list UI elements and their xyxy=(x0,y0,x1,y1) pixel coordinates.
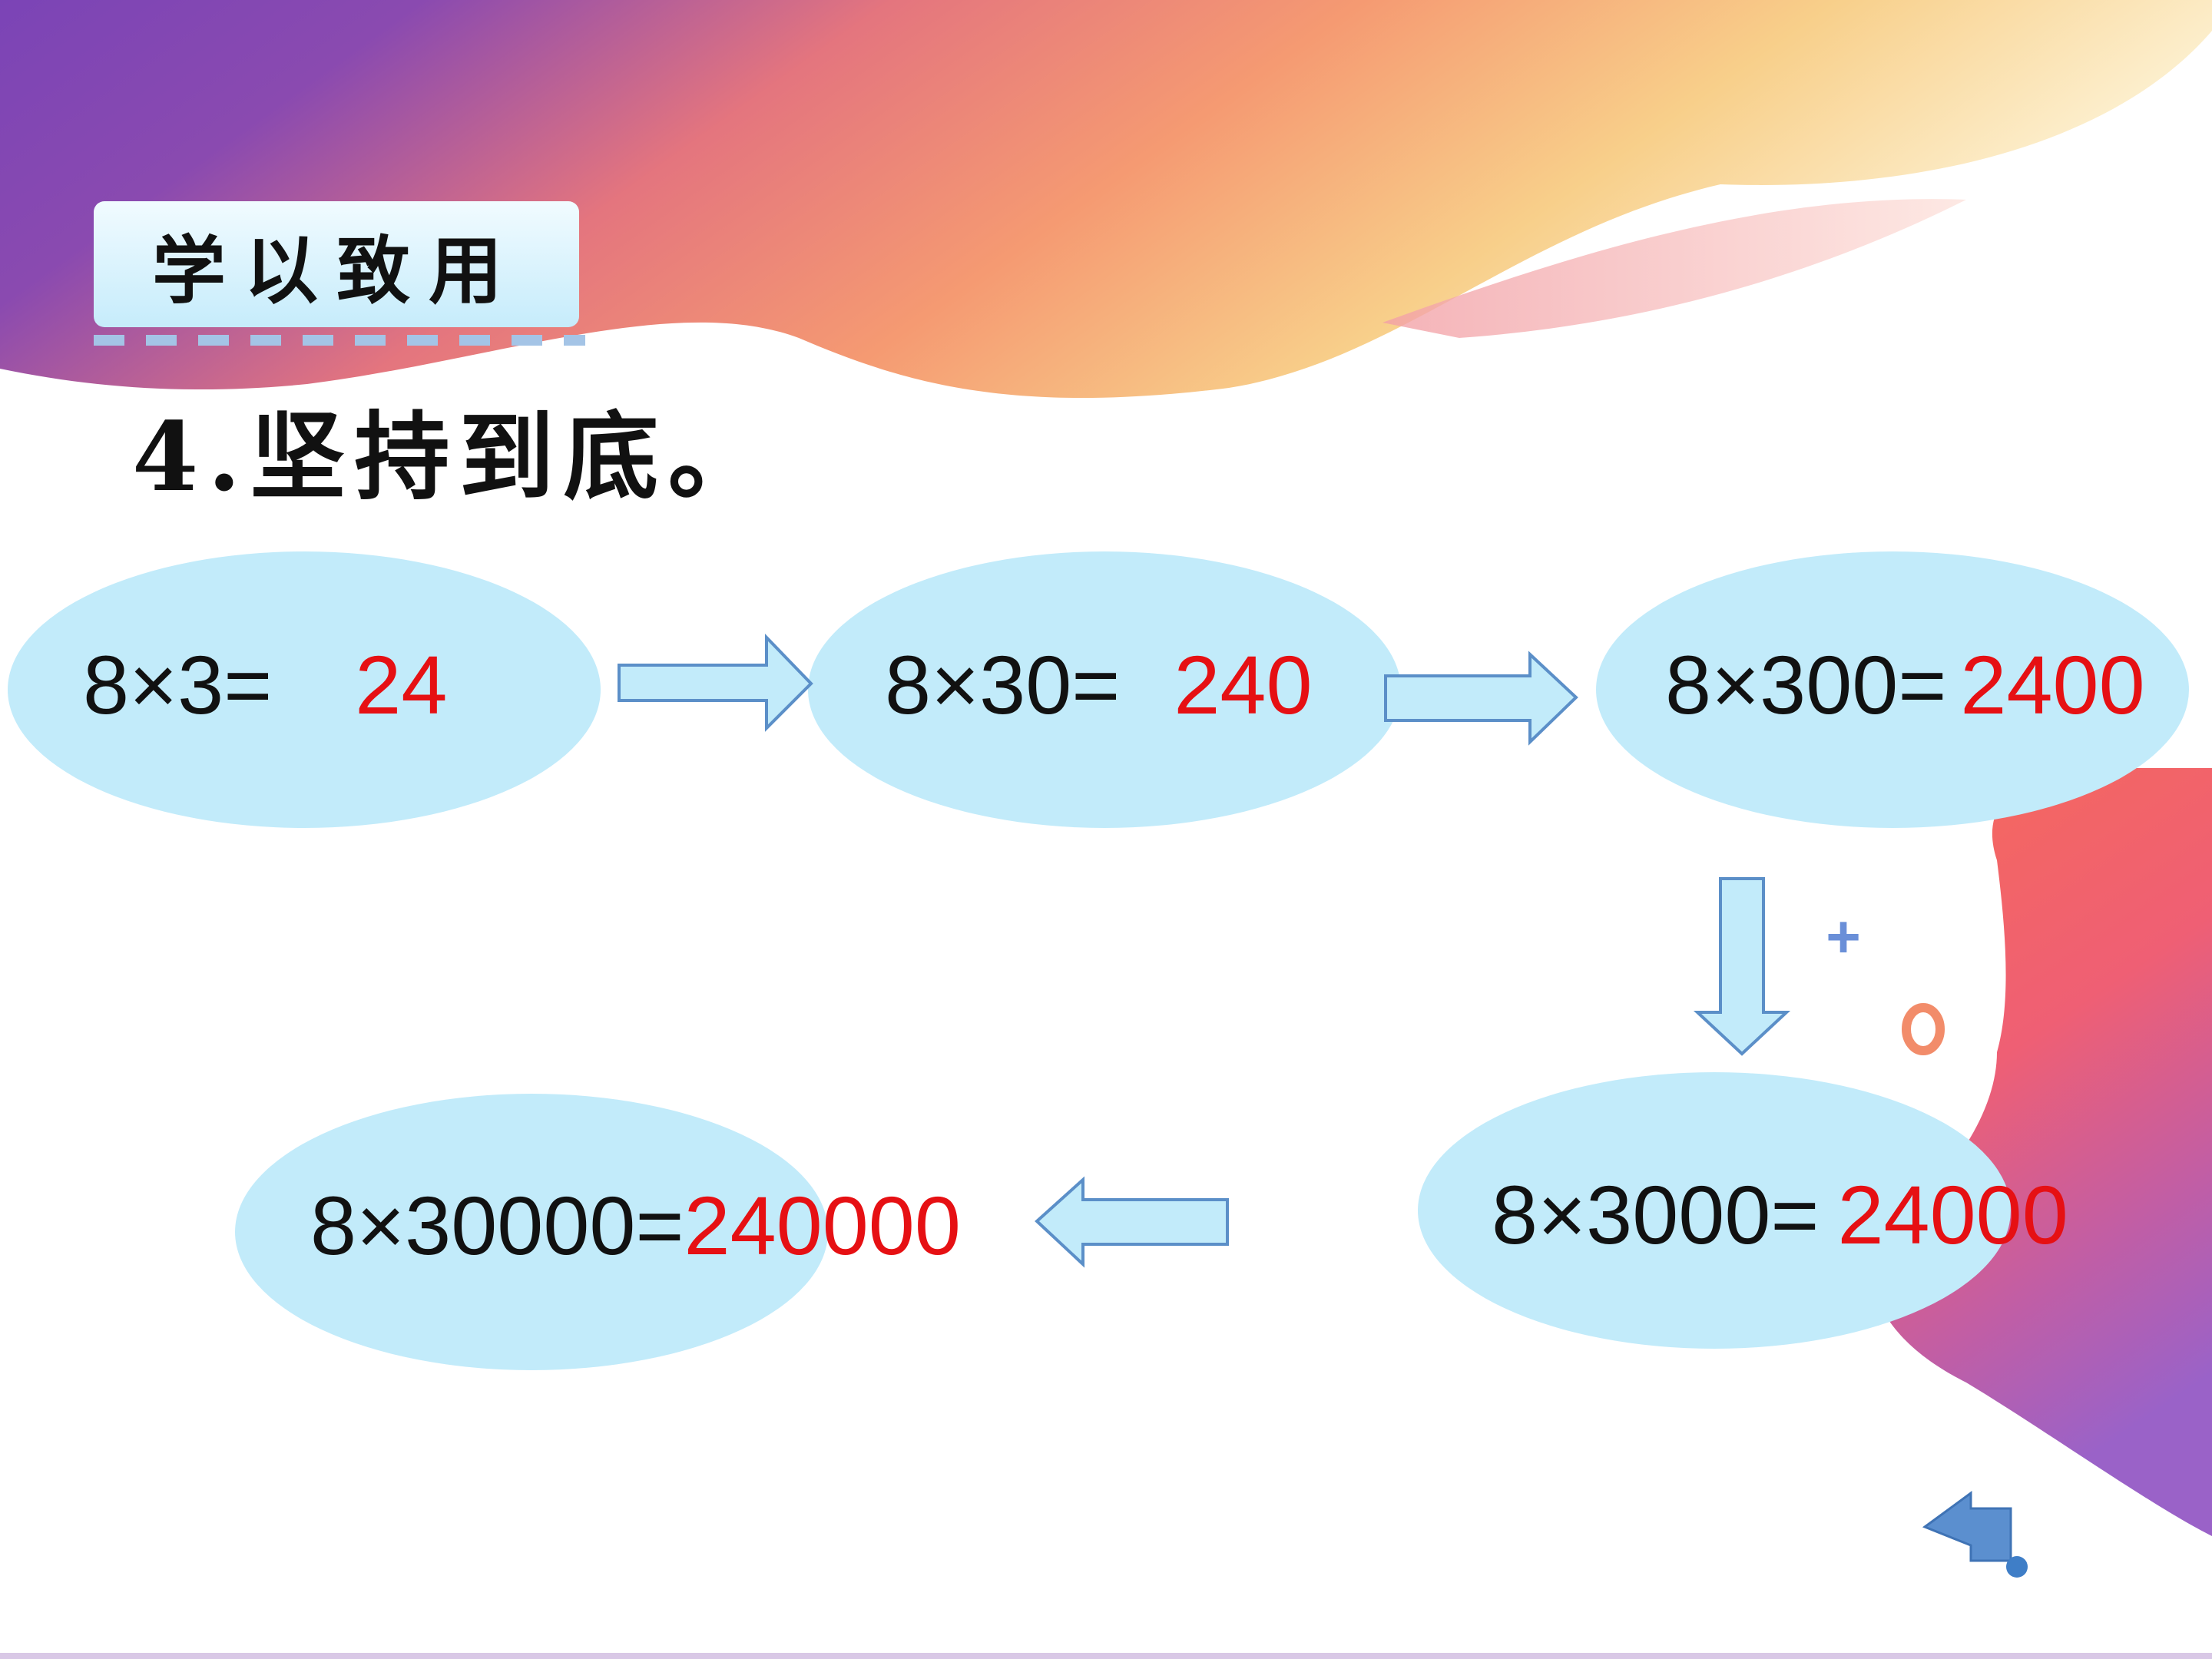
equation-5-answer: 240000 xyxy=(684,1179,961,1272)
equation-3-answer: 2400 xyxy=(1960,638,2145,731)
section-label: 学以致用 xyxy=(152,227,521,314)
equation-4-answer: 24000 xyxy=(1837,1168,2068,1261)
equation-5-expression: 8×30000= xyxy=(310,1179,684,1272)
section-tag-underline xyxy=(94,335,585,346)
bubble-3 xyxy=(1596,551,2189,828)
equation-5: 8×30000=240000 xyxy=(310,1172,961,1280)
bubble-4 xyxy=(1418,1072,2011,1349)
equation-2: 8×30= 240 xyxy=(885,631,1313,739)
problem-title: 4.坚持到底。 xyxy=(132,402,773,513)
equation-1-expression: 8×3= xyxy=(83,638,273,731)
back-arrow-icon xyxy=(1922,1491,2012,1562)
section-tag: 学以致用 xyxy=(94,201,579,327)
equation-3-expression: 8×300= xyxy=(1665,638,1947,731)
bubble-1 xyxy=(8,551,601,828)
equation-1-answer: 24 xyxy=(355,638,448,731)
equation-1: 8×3= 24 xyxy=(83,631,447,739)
ring-decoration xyxy=(1902,1003,1945,1055)
equation-4: 8×3000=24000 xyxy=(1492,1161,2068,1269)
right-arrow-2 xyxy=(1384,651,1578,746)
bubble-2 xyxy=(808,551,1401,828)
down-arrow xyxy=(1693,877,1791,1056)
left-arrow xyxy=(1035,1176,1229,1268)
plus-decoration: + xyxy=(1826,902,1861,970)
equation-4-expression: 8×3000= xyxy=(1492,1168,1820,1261)
back-button-dot xyxy=(2006,1556,2028,1578)
bubble-5 xyxy=(235,1094,828,1370)
equation-3: 8×300=2400 xyxy=(1665,631,2145,739)
back-button[interactable] xyxy=(1922,1491,2028,1578)
right-arrow-1 xyxy=(618,634,813,732)
equation-2-expression: 8×30= xyxy=(885,638,1121,731)
equation-2-answer: 240 xyxy=(1174,638,1313,731)
